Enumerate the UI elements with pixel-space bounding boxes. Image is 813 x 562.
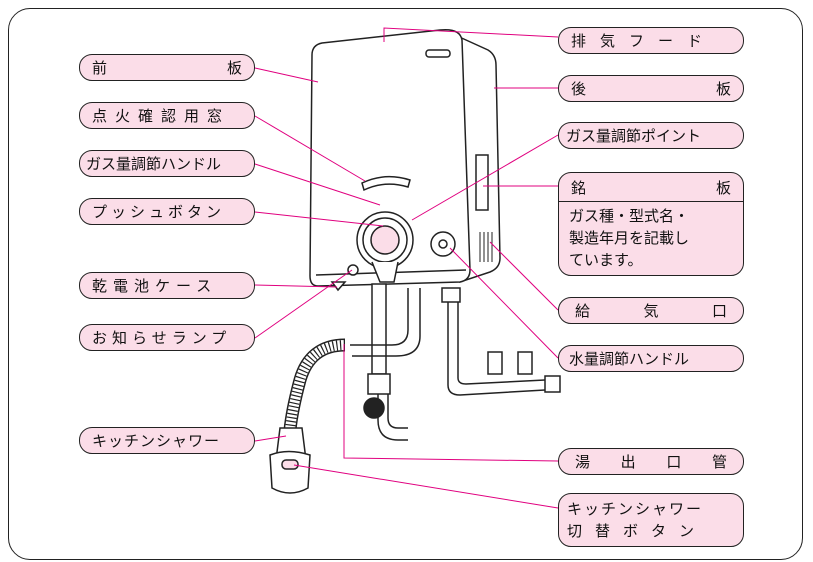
- label-ignition-window: 点火確認用窓: [79, 102, 255, 129]
- ignition-window-shape: [361, 175, 411, 192]
- push-button-shape: [370, 225, 400, 255]
- label-air-intake-char: 口: [711, 302, 727, 320]
- pipes: [350, 283, 561, 441]
- label-front-plate: 前 板: [79, 54, 255, 81]
- label-air-intake-char: 給: [575, 302, 591, 320]
- label-gas-point: ガス量調節ポイント: [558, 122, 744, 149]
- label-back-plate-char: 板: [715, 80, 731, 98]
- label-hot-water-outlet-char: 管: [711, 453, 727, 471]
- label-kitchen-shower: キッチンシャワー: [79, 427, 255, 454]
- label-shower-switch: キッチンシャワー 切替ボタン: [558, 493, 744, 547]
- label-front-plate-char: 板: [226, 59, 242, 77]
- nameplate-description: ガス種・型式名・ 製造年月を記載し ています。: [569, 207, 690, 269]
- nameplate-title: 銘 板: [559, 173, 743, 202]
- battery-case-shape: [330, 281, 347, 292]
- label-shower-switch-line1: キッチンシャワー: [567, 500, 704, 518]
- nameplate-title-char: 板: [715, 178, 731, 197]
- label-air-intake-char: 気: [643, 302, 659, 320]
- label-shower-switch-line2: 切替ボタン: [567, 522, 708, 540]
- nameplate-shape: [475, 154, 489, 211]
- handles: [330, 211, 456, 292]
- air-intake-grille: [479, 232, 493, 262]
- leader-lines: [254, 27, 559, 509]
- label-push-button: プッシュボタン: [79, 198, 255, 225]
- label-exhaust-hood: 排気フード: [558, 27, 744, 54]
- label-hot-water-outlet-char: 口: [666, 453, 682, 471]
- diagram-frame: [8, 8, 803, 560]
- label-indicator-lamp: お知らせランプ: [79, 324, 255, 351]
- shower-switch-shape: [281, 459, 299, 470]
- indicator-lamp-shape: [347, 264, 359, 276]
- label-nameplate: 銘 板 ガス種・型式名・ 製造年月を記載し ています。: [558, 172, 744, 276]
- label-back-plate: 後 板: [558, 75, 744, 102]
- label-water-handle: 水量調節ハンドル: [558, 345, 744, 372]
- nameplate-title-char: 銘: [571, 178, 587, 197]
- label-front-plate-char: 前: [92, 59, 108, 77]
- label-gas-handle: ガス量調節ハンドル: [79, 150, 255, 177]
- label-back-plate-char: 後: [571, 80, 587, 98]
- label-hot-water-outlet-char: 湯: [575, 453, 591, 471]
- label-hot-water-outlet: 湯 出 口 管: [558, 448, 744, 475]
- label-air-intake: 給 気 口: [558, 297, 744, 324]
- label-hot-water-outlet-char: 出: [620, 453, 636, 471]
- exhaust-slot: [425, 49, 451, 58]
- label-battery-case: 乾電池ケース: [79, 272, 255, 299]
